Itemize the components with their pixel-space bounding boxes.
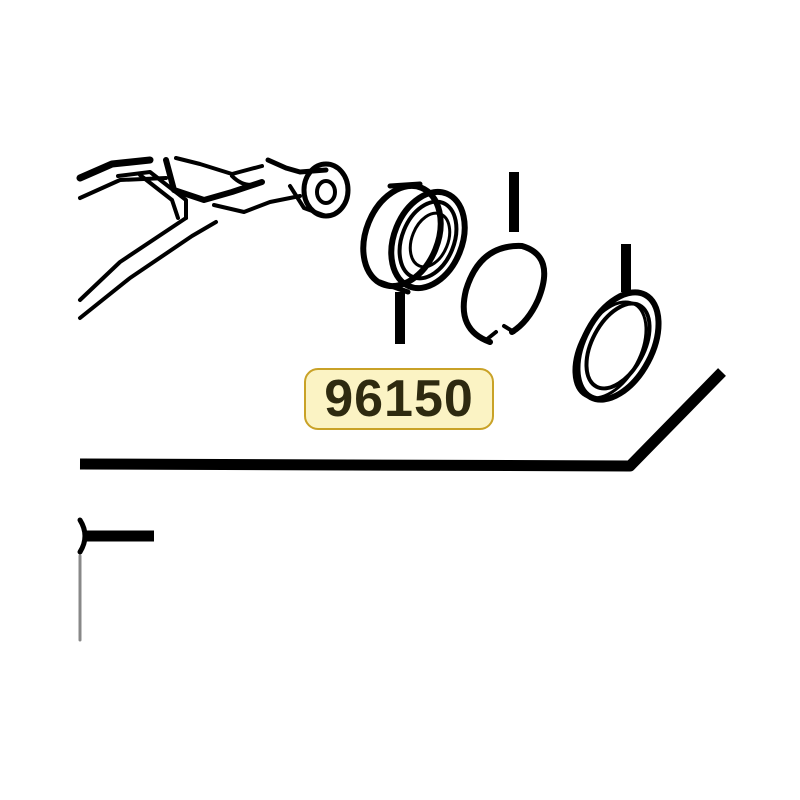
housing-part: [76, 156, 351, 320]
panel-outline-line: [79, 368, 726, 472]
screw-part: [77, 517, 154, 642]
snap-ring-part: [460, 242, 548, 345]
part-number-callout: 96150: [304, 368, 494, 430]
washer-part: [572, 289, 662, 403]
oil-seal-part: [360, 181, 468, 295]
